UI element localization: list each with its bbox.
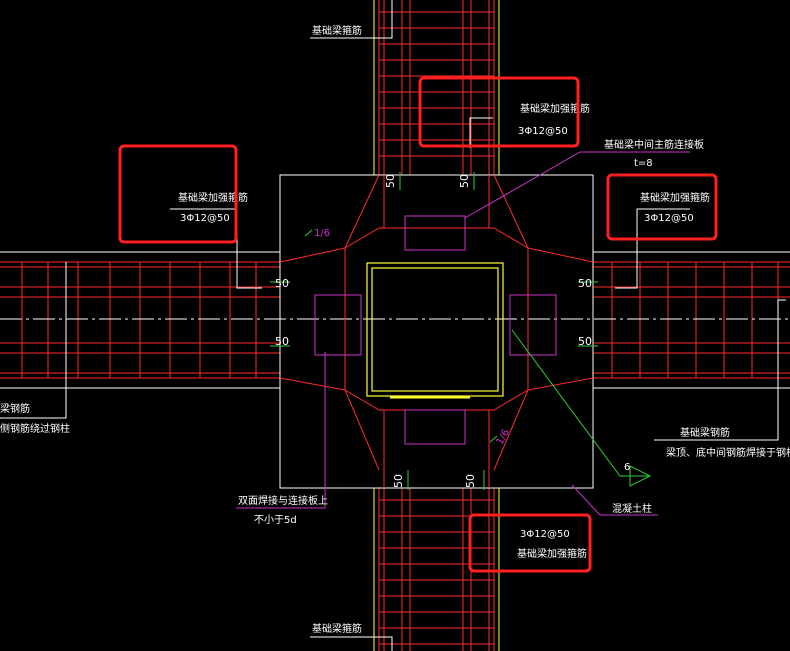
label-right-stirrup-value: 3Φ12@50 [644, 213, 694, 224]
label-top-stirrup-value: 3Φ12@50 [518, 126, 568, 137]
dim-bottom-left: 50 [392, 474, 405, 488]
label-plate-thickness: t=8 [634, 158, 653, 169]
vertical-beam-edges [373, 0, 500, 651]
label-left-stirrup-value: 3Φ12@50 [180, 213, 230, 224]
haunch-rebar [279, 174, 594, 488]
dim-bottom-right: 50 [464, 474, 477, 488]
label-left-stirrup-title: 基础梁加强箍筋 [178, 191, 248, 204]
dim-left-lower: 50 [275, 335, 289, 348]
highlight-right-stirrup[interactable] [606, 173, 718, 241]
label-bottom-stirrup-value: 3Φ12@50 [520, 529, 570, 540]
highlight-boxes [118, 76, 718, 573]
steel-column [366, 262, 504, 397]
label-bottom-rebar: 基础梁箍筋 [312, 622, 362, 635]
label-slope-bottom: 1/6 [495, 428, 513, 447]
label-weld-note-1: 双面焊接与连接板上 [238, 494, 328, 507]
highlight-left-stirrup[interactable] [118, 144, 238, 244]
horizontal-beam-left [0, 261, 280, 379]
label-right-note-1: 基础梁钢筋 [680, 426, 730, 439]
dim-right-lower: 50 [578, 335, 592, 348]
label-top-rebar: 基础梁箍筋 [312, 24, 362, 37]
label-weld-size: 6 [624, 462, 630, 473]
dim-top-left: 50 [384, 174, 397, 188]
label-concrete-column: 混凝土柱 [612, 502, 652, 515]
magenta-leaders [236, 151, 690, 516]
label-plate-title: 基础梁中间主筋连接板 [604, 138, 704, 151]
label-right-stirrup-title: 基础梁加强箍筋 [640, 191, 710, 204]
label-bottom-stirrup-title: 基础梁加强箍筋 [517, 547, 587, 560]
horizontal-beam-right [593, 261, 790, 379]
horizontal-beam-edges [0, 251, 790, 389]
label-left-note-2: 侧钢筋绕过钢柱 [0, 422, 70, 435]
label-top-stirrup-title: 基础梁加强箍筋 [520, 102, 590, 115]
connection-plates [314, 215, 557, 445]
pile-cap-outline [279, 174, 594, 489]
weld-leader [511, 329, 652, 487]
vertical-beam-bottom [378, 488, 495, 651]
dim-right-upper: 50 [578, 277, 592, 290]
vertical-beam-top [378, 0, 495, 175]
label-left-note-1: 梁钢筋 [0, 402, 30, 415]
highlight-bottom-stirrup[interactable] [468, 513, 592, 573]
label-weld-note-2: 不小于5d [254, 514, 297, 526]
highlight-top-stirrup[interactable] [418, 76, 580, 148]
label-right-note-2: 梁顶、底中间钢筋焊接于钢柱连接板上 [666, 446, 790, 459]
dim-top-right: 50 [458, 174, 471, 188]
dimension-ticks [270, 172, 598, 490]
label-slope-top: 1/6 [314, 228, 330, 239]
dim-left-upper: 50 [275, 277, 289, 290]
